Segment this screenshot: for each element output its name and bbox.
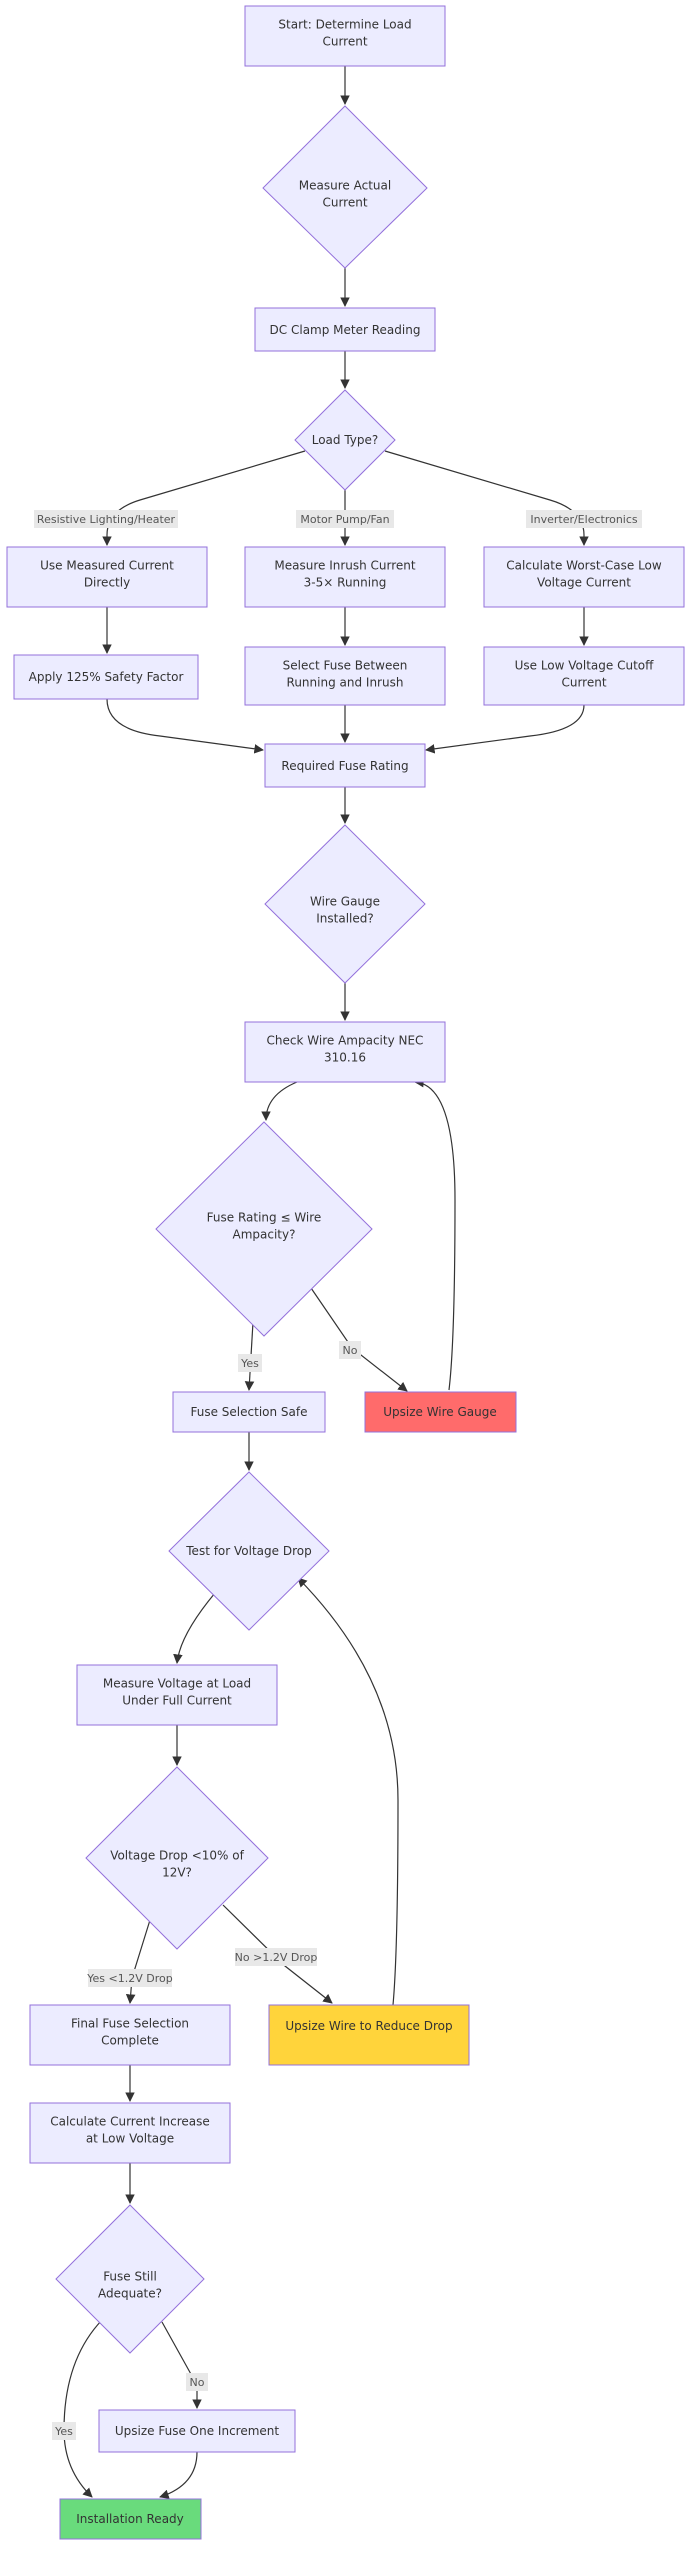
edge-label-no-vdrop: No >1.2V Drop (235, 1948, 318, 1966)
svg-text:No >1.2V Drop: No >1.2V Drop (235, 1951, 318, 1964)
svg-text:Test for Voltage Drop: Test for Voltage Drop (185, 1544, 311, 1558)
edge-label-yes-adequate: Yes (52, 2422, 76, 2440)
edge-label-resistive: Resistive Lighting/Heater (34, 510, 178, 528)
edge-label-no-adequate: No (186, 2373, 208, 2391)
edge-uselowv-required (425, 704, 585, 754)
node-fuse-safe: Fuse Selection Safe (172, 1391, 326, 1433)
node-apply-125: Apply 125% Safety Factor (13, 654, 199, 700)
edge-fuserating-no (310, 1287, 408, 1392)
node-dc-clamp: DC Clamp Meter Reading (254, 307, 436, 352)
node-install-ready: Installation Ready (59, 2498, 202, 2540)
node-upsize-fuse: Upsize Fuse One Increment (98, 2409, 296, 2453)
edge-upsizefuse-install (159, 2451, 198, 2499)
svg-text:Upsize Wire Gauge: Upsize Wire Gauge (383, 1405, 497, 1419)
edge-apply-required (106, 698, 264, 754)
svg-text:Upsize Fuse One Increment: Upsize Fuse One Increment (115, 2424, 280, 2438)
node-required-rating: Required Fuse Rating (264, 743, 426, 788)
edge-label-inverter: Inverter/Electronics (526, 510, 642, 528)
svg-text:No: No (343, 1344, 358, 1357)
svg-text:Upsize Wire to Reduce Drop: Upsize Wire to Reduce Drop (285, 2019, 452, 2033)
edge-label-yes-vdrop: Yes <1.2V Drop (86, 1969, 173, 1987)
edge-upsizedrop-test (297, 1577, 399, 2006)
svg-text:DC Clamp Meter Reading: DC Clamp Meter Reading (270, 323, 421, 337)
svg-text:Installation Ready: Installation Ready (76, 2512, 184, 2526)
node-upsize-wire-gauge: Upsize Wire Gauge (364, 1391, 517, 1433)
edge-adequate-yes (63, 2319, 103, 2498)
svg-text:No: No (190, 2376, 205, 2389)
node-load-type: Load Type? (294, 389, 396, 491)
svg-text:Yes: Yes (54, 2425, 73, 2438)
edge-label-yes-fuse-rating: Yes (238, 1354, 262, 1372)
edge-adequate-no (161, 2321, 202, 2409)
edge-vdrop-yes (125, 1919, 151, 2004)
svg-text:Required Fuse Rating: Required Fuse Rating (281, 759, 408, 773)
svg-text:Motor Pump/Fan: Motor Pump/Fan (300, 513, 389, 526)
edge-loadtype-resistive (102, 450, 306, 546)
svg-text:Yes: Yes (240, 1357, 259, 1370)
node-test-vdrop: Test for Voltage Drop (168, 1471, 330, 1631)
node-upsize-wire-drop: Upsize Wire to Reduce Drop (268, 2004, 470, 2066)
svg-text:Load Type?: Load Type? (312, 433, 379, 447)
edge-check-fuserating (261, 1081, 298, 1121)
edge-upsizegauge-check (414, 1077, 456, 1391)
edge-loadtype-inverter (384, 450, 589, 546)
svg-text:Resistive Lighting/Heater: Resistive Lighting/Heater (37, 513, 176, 526)
svg-text:Inverter/Electronics: Inverter/Electronics (530, 513, 638, 526)
svg-text:Apply 125% Safety Factor: Apply 125% Safety Factor (29, 670, 184, 684)
edge-label-motor: Motor Pump/Fan (296, 510, 394, 528)
edge-label-no-fuse-rating: No (339, 1341, 361, 1359)
edge-test-measurev (173, 1592, 216, 1664)
svg-text:Yes <1.2V Drop: Yes <1.2V Drop (86, 1972, 172, 1985)
svg-text:Fuse Selection Safe: Fuse Selection Safe (191, 1405, 308, 1419)
